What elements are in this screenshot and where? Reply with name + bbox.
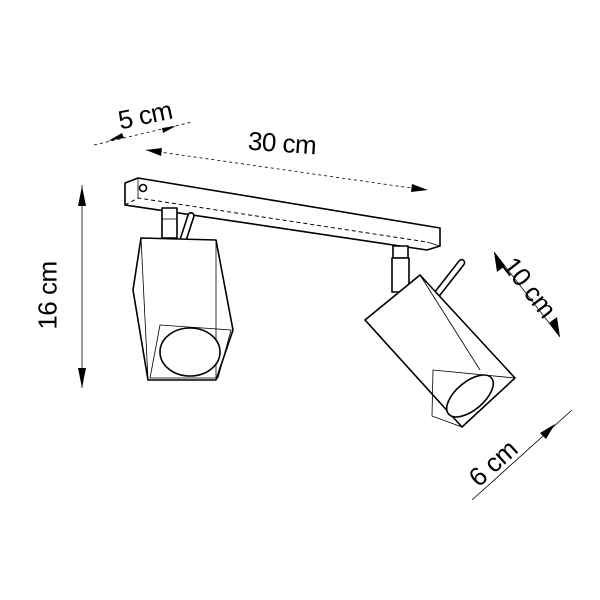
height-dimension-line [78, 185, 86, 388]
screw-icon [138, 183, 148, 193]
head-length-dimension-line [493, 251, 561, 338]
head-width-dimension-line [471, 409, 573, 501]
length-dimension-line [145, 148, 428, 192]
height-label: 16 cm [32, 261, 63, 330]
right-spotlight [364, 245, 516, 428]
left-spotlight [132, 207, 234, 381]
depth-dimension-line [93, 121, 193, 146]
length-label: 30 cm [247, 125, 318, 161]
mounting-bar [124, 177, 441, 251]
